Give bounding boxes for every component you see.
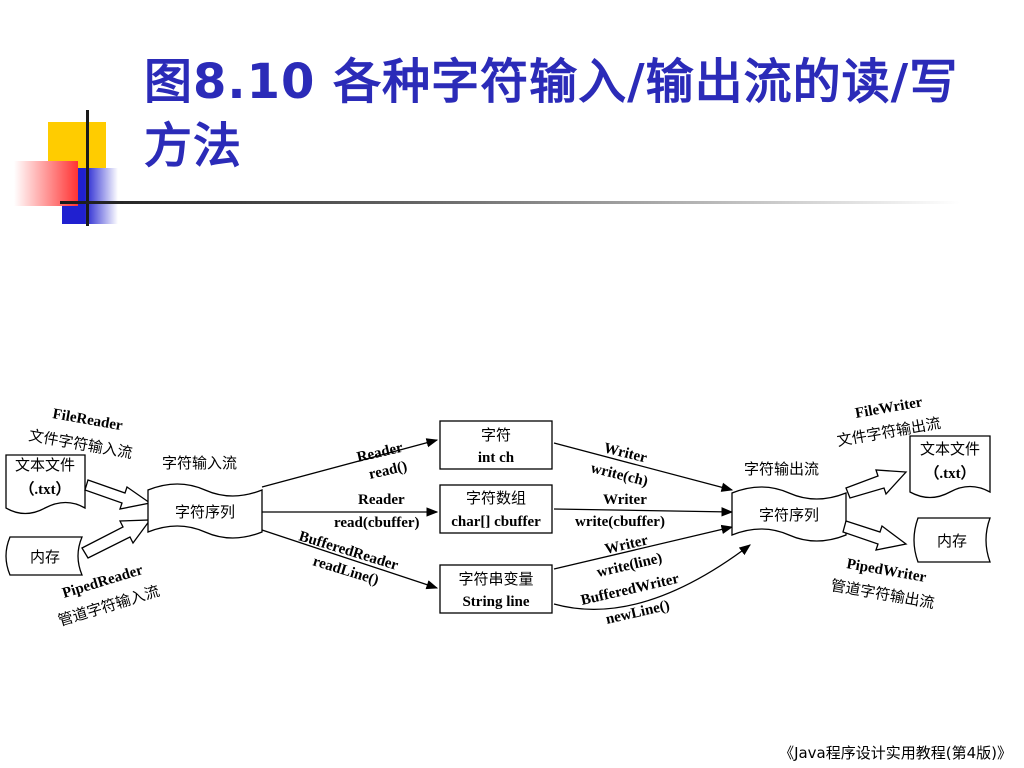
dest-file-name: 文本文件 — [920, 440, 980, 458]
source-file-name: 文本文件 — [15, 456, 75, 474]
string-box-var: String line — [462, 594, 529, 610]
input-sequence-node: 字符序列 — [147, 483, 263, 539]
output-stream-label: 字符输出流 — [744, 460, 819, 478]
writer2-method: write(cbuffer) — [575, 514, 665, 530]
file-reader-label: FileReader — [51, 406, 124, 434]
source-file-ext: （.txt） — [19, 480, 70, 498]
deco-red-square — [14, 161, 78, 206]
deco-vertical-line — [86, 110, 89, 226]
reader2-class: Reader — [358, 492, 405, 508]
char-box-var: int ch — [478, 450, 515, 466]
output-to-memory-arrow — [842, 520, 908, 551]
source-memory-node: 内存 — [5, 536, 83, 576]
char-array-box-var: char[] cbuffer — [451, 514, 541, 530]
memory-to-input-arrow — [81, 519, 152, 559]
dest-memory-label: 内存 — [937, 532, 967, 550]
read-char-arrow — [261, 438, 439, 488]
output-sequence-label: 字符序列 — [759, 506, 819, 524]
dest-file-ext: （.txt） — [924, 464, 975, 482]
page-title: 图8.10 各种字符输入/输出流的读/写方法 — [144, 54, 959, 174]
footer-book-title: 《Java程序设计实用教程(第4版)》 — [779, 744, 1012, 762]
writer1-class: Writer — [602, 440, 649, 466]
input-sequence-label: 字符序列 — [175, 503, 235, 521]
dest-file-node: 文本文件 （.txt） — [909, 435, 991, 499]
char-array-box-title: 字符数组 — [466, 489, 526, 507]
source-file-node: 文本文件 （.txt） — [5, 454, 86, 515]
dest-memory-node: 内存 — [913, 517, 991, 563]
string-box: 字符串变量 String line — [439, 564, 553, 614]
string-box-title: 字符串变量 — [458, 570, 533, 588]
char-array-box: 字符数组 char[] cbuffer — [439, 484, 553, 534]
char-box-title: 字符 — [481, 426, 511, 444]
write-char-arrow — [553, 442, 734, 492]
reader2-method: read(cbuffer) — [334, 515, 420, 531]
writer4-method: newLine() — [604, 598, 671, 628]
write-line-arrow — [553, 524, 734, 570]
file-to-input-arrow — [84, 479, 152, 510]
write-array-arrow — [553, 507, 734, 517]
output-to-file-arrow — [845, 469, 908, 499]
newline-arrow — [553, 544, 751, 610]
writer2-class: Writer — [603, 492, 647, 508]
char-box: 字符 int ch — [439, 420, 553, 470]
source-memory-label: 内存 — [30, 548, 60, 566]
input-stream-label: 字符输入流 — [162, 454, 237, 472]
output-sequence-node: 字符序列 — [731, 486, 847, 542]
title-underline — [60, 201, 960, 204]
read-line-arrow — [261, 529, 439, 590]
